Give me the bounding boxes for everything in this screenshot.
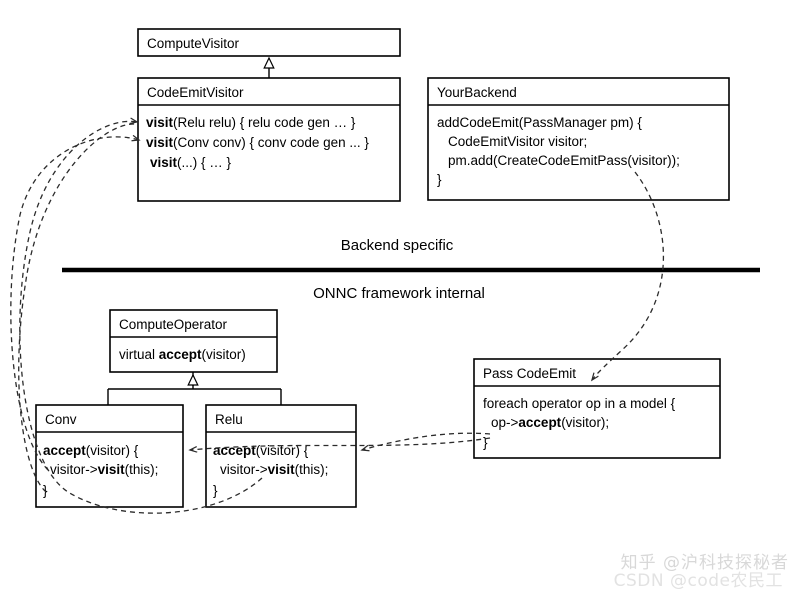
box-pass-code-emit-line-1: op->accept(visitor); xyxy=(491,415,609,430)
box-relu-line-1: visitor->visit(this); xyxy=(220,462,328,477)
box-code-emit-visitor-title: CodeEmitVisitor xyxy=(147,85,244,100)
box-your-backend-line-3: } xyxy=(437,172,442,187)
box-conv-rect xyxy=(35,404,184,508)
box-compute-operator[interactable]: ComputeOperator virtual accept(visitor) xyxy=(109,309,278,373)
box-your-backend-title: YourBackend xyxy=(437,85,517,100)
box-relu-line-0: accept(visitor) { xyxy=(213,443,309,458)
watermark-zhihu: 知乎 @沪科技探秘者 xyxy=(620,553,789,573)
inheritance-connectors xyxy=(107,56,282,405)
box-compute-visitor-title: ComputeVisitor xyxy=(147,36,240,51)
box-relu-line-2: } xyxy=(213,483,218,498)
watermark-csdn: CSDN @code农民工 xyxy=(613,571,783,591)
box-conv-line-1: visitor->visit(this); xyxy=(50,462,158,477)
box-your-backend-rect xyxy=(427,77,730,201)
box-compute-visitor[interactable]: ComputeVisitor xyxy=(137,28,401,57)
box-compute-operator-rect xyxy=(109,309,278,373)
box-code-emit-visitor[interactable]: CodeEmitVisitor visit(Relu relu) { relu … xyxy=(137,77,401,202)
box-your-backend-line-0: addCodeEmit(PassManager pm) { xyxy=(437,115,642,130)
dashed-arrow-relu-to-visit-relu xyxy=(19,121,263,514)
box-relu-rect xyxy=(205,404,357,508)
section-label-backend-specific: Backend specific xyxy=(341,237,454,254)
box-your-backend[interactable]: YourBackend addCodeEmit(PassManager pm) … xyxy=(427,77,730,201)
box-conv-title: Conv xyxy=(45,412,77,427)
dashed-arrow-pass-to-relu-accept xyxy=(362,432,491,450)
box-compute-operator-line-0: virtual accept(visitor) xyxy=(119,347,246,362)
box-code-emit-visitor-line-2: visit(...) { … } xyxy=(150,155,232,170)
dashed-call-arrows xyxy=(10,121,665,514)
box-conv-line-0: accept(visitor) { xyxy=(43,443,139,458)
box-code-emit-visitor-line-1: visit(Conv conv) { conv code gen ... } xyxy=(146,135,369,150)
box-relu[interactable]: Relu accept(visitor) { visitor->visit(th… xyxy=(205,404,357,508)
box-code-emit-visitor-rect xyxy=(137,77,401,202)
box-pass-code-emit[interactable]: Pass CodeEmit foreach operator op in a m… xyxy=(473,358,721,459)
section-label-onnc-internal: ONNC framework internal xyxy=(313,285,485,302)
box-your-backend-line-2: pm.add(CreateCodeEmitPass(visitor)); xyxy=(448,153,680,168)
box-conv-line-2: } xyxy=(43,483,48,498)
box-code-emit-visitor-line-0: visit(Relu relu) { relu code gen … } xyxy=(146,115,356,130)
dashed-arrow-backend-to-pass-codeemit xyxy=(592,171,665,380)
inherit-line-operators-to-computeoperator xyxy=(107,372,282,405)
box-relu-title: Relu xyxy=(215,412,243,427)
box-compute-operator-title: ComputeOperator xyxy=(119,317,228,332)
box-pass-code-emit-line-2: } xyxy=(483,435,488,450)
box-your-backend-line-1: CodeEmitVisitor visitor; xyxy=(448,134,587,149)
dashed-arrow-conv-brace-sweep xyxy=(18,123,137,493)
box-compute-visitor-rect xyxy=(137,28,401,57)
dashed-arrow-conv-to-visit-conv xyxy=(10,137,139,471)
box-pass-code-emit-line-0: foreach operator op in a model { xyxy=(483,396,676,411)
box-conv[interactable]: Conv accept(visitor) { visitor->visit(th… xyxy=(35,404,184,508)
box-pass-code-emit-title: Pass CodeEmit xyxy=(483,366,576,381)
